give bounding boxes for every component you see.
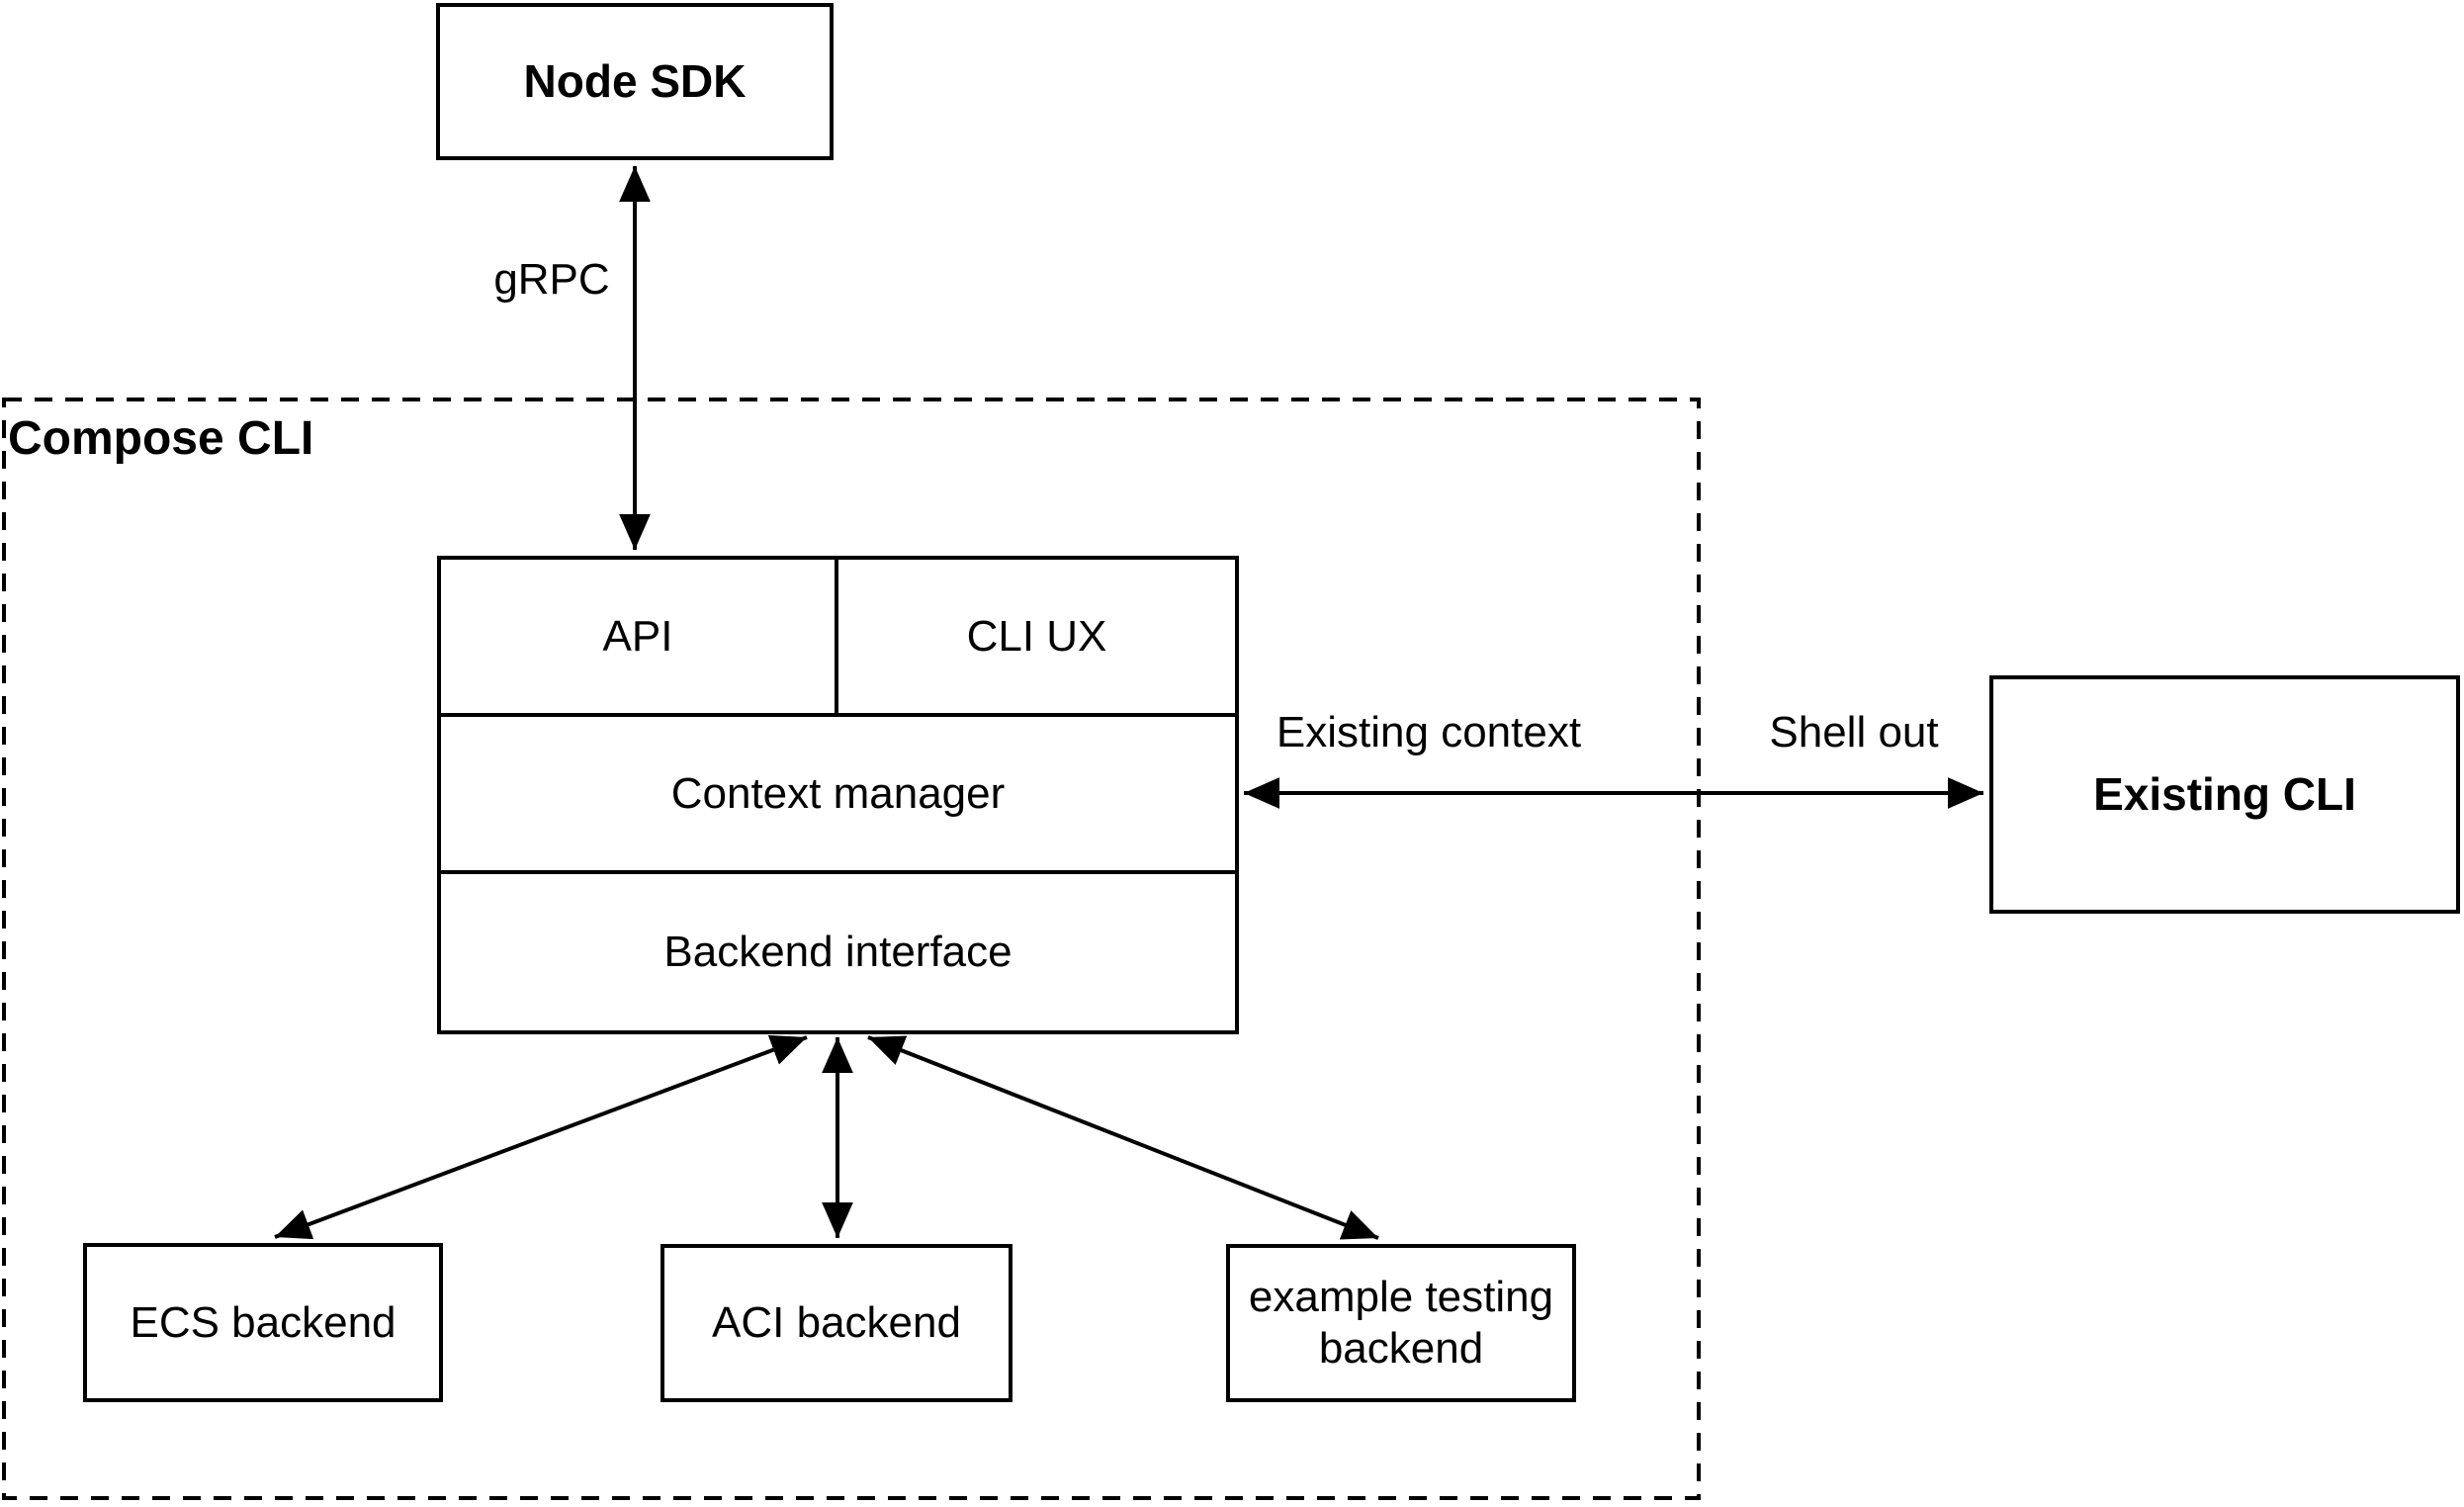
existing-cli-box: Existing CLI	[1989, 675, 2460, 914]
example-testing-backend-label: example testing backend	[1248, 1273, 1554, 1373]
grpc-edge-label: gRPC	[489, 255, 614, 305]
context-manager-label: Context manager	[670, 768, 1006, 818]
backend-interface-box: Backend interface	[441, 870, 1235, 1030]
shell-out-edge-label: Shell out	[1765, 708, 1943, 757]
api-label: API	[602, 611, 673, 661]
existing-context-edge-label: Existing context	[1272, 708, 1586, 757]
ecs-backend-label: ECS backend	[130, 1297, 396, 1347]
example-testing-backend-box: example testing backend	[1226, 1244, 1576, 1402]
compose-cli-core-box: API CLI UX Context manager Backend inter…	[437, 556, 1239, 1034]
api-box: API	[441, 560, 838, 713]
context-manager-box: Context manager	[441, 713, 1235, 870]
edge-ecs	[274, 1034, 808, 1240]
aci-backend-label: ACI backend	[712, 1298, 961, 1348]
compose-cli-group-label: Compose CLI	[8, 412, 314, 465]
cli-ux-box: CLI UX	[838, 560, 1235, 713]
backend-interface-label: Backend interface	[663, 928, 1012, 976]
aci-backend-box: ACI backend	[660, 1244, 1012, 1402]
node-sdk-box: Node SDK	[436, 3, 834, 160]
ecs-backend-box: ECS backend	[83, 1243, 443, 1402]
existing-cli-label: Existing CLI	[2093, 768, 2356, 821]
edge-example	[867, 1035, 1379, 1240]
node-sdk-label: Node SDK	[523, 55, 747, 108]
cli-ux-label: CLI UX	[966, 611, 1107, 661]
